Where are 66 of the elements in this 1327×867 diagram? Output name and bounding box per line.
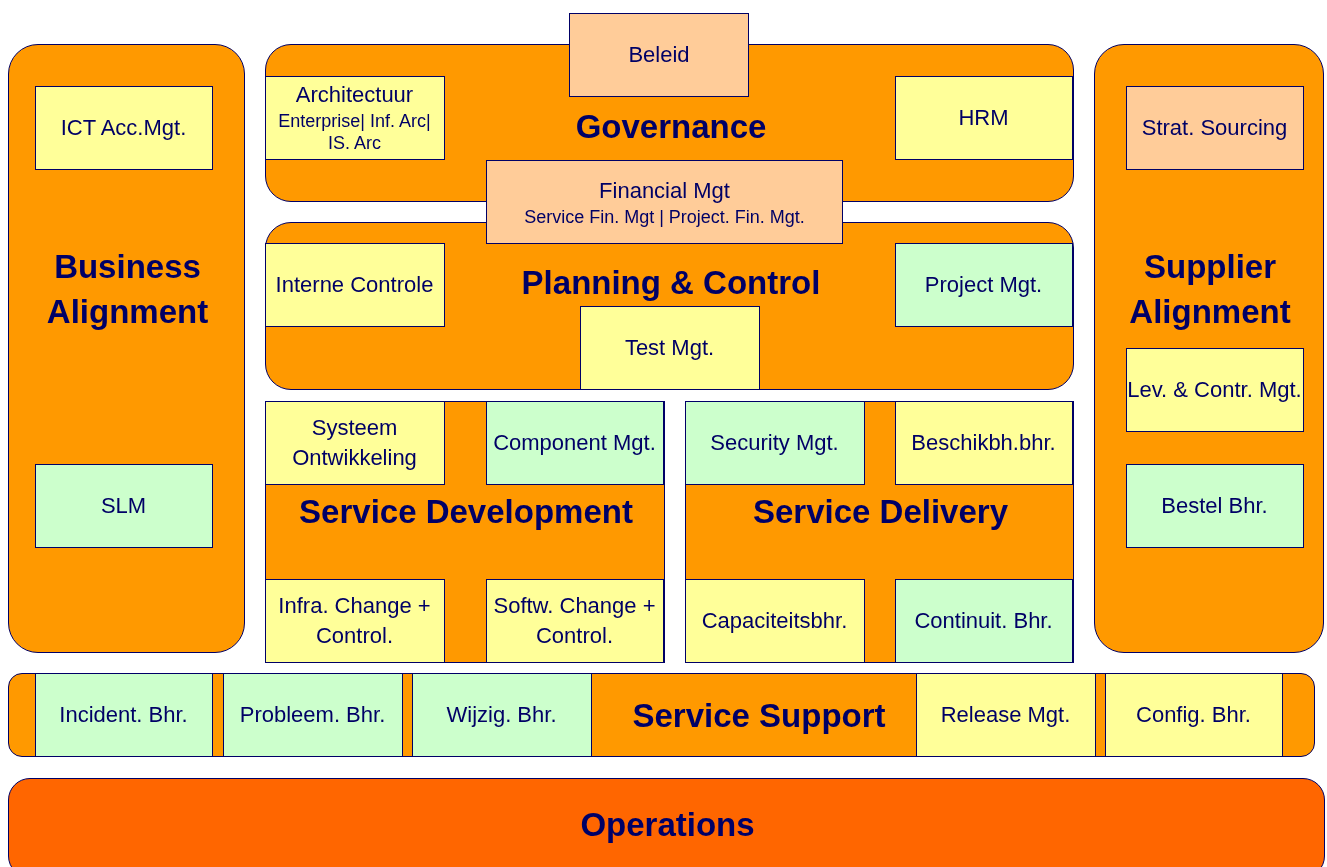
- box-sublabel: Service Fin. Mgt | Project. Fin. Mgt.: [524, 205, 805, 229]
- process-box: [569, 13, 749, 97]
- process-box: [34, 85, 213, 170]
- process-box: [264, 400, 445, 485]
- box-label: Architectuur: [295, 81, 414, 110]
- process-box: [1125, 463, 1304, 548]
- box-label: Security Mgt.: [710, 428, 839, 457]
- box-label: HRM: [958, 103, 1009, 132]
- group-panel: [8, 778, 1325, 867]
- process-box: [34, 463, 213, 548]
- box-sublabel: Enterprise| Inf. Arc| IS. Arc: [277, 109, 432, 155]
- process-box: [34, 672, 213, 757]
- box-label: Financial Mgt: [599, 176, 730, 205]
- group-panel: [8, 44, 245, 653]
- process-box: [894, 578, 1073, 663]
- group-panel: [1094, 44, 1324, 653]
- box-label: Probleem. Bhr.: [239, 700, 386, 729]
- box-label: Component Mgt.: [493, 428, 656, 457]
- box-label: Config. Bhr.: [1136, 700, 1251, 729]
- section-title: Governance: [574, 107, 768, 147]
- process-box: [915, 672, 1096, 757]
- process-box: [684, 400, 865, 485]
- box-label: Continuit. Bhr.: [914, 606, 1053, 635]
- process-box: [486, 160, 843, 244]
- process-box: [684, 578, 865, 663]
- section-title: Service Development: [298, 492, 634, 532]
- section-title: Business Alignment: [45, 247, 210, 332]
- box-label: Project Mgt.: [924, 270, 1043, 299]
- process-box: [894, 400, 1073, 485]
- process-box: [485, 578, 664, 663]
- section-title: Supplier Alignment: [1128, 247, 1292, 332]
- section-title: Service Delivery: [752, 492, 1009, 532]
- process-box: [894, 242, 1073, 327]
- box-label: Bestel Bhr.: [1161, 491, 1268, 520]
- section-title: Service Support: [631, 696, 887, 736]
- process-box: [264, 578, 445, 663]
- group-panel: [8, 673, 1315, 757]
- box-label: Beschikbh.bhr.: [911, 428, 1056, 457]
- box-label: Release Mgt.: [940, 700, 1071, 729]
- section-title: Operations: [579, 805, 756, 845]
- process-box: [1104, 672, 1283, 757]
- box-label: Beleid: [628, 41, 690, 70]
- process-box: [1125, 85, 1304, 170]
- process-box: [485, 400, 664, 485]
- box-label: Lev. & Contr. Mgt.: [1127, 375, 1302, 404]
- box-label: Test Mgt.: [624, 333, 715, 362]
- box-label: Incident. Bhr.: [59, 700, 188, 729]
- process-box: [579, 305, 760, 390]
- section-title: Planning & Control: [520, 263, 822, 303]
- process-box: [222, 672, 403, 757]
- group-panel: [685, 401, 1074, 663]
- process-box: [894, 75, 1073, 160]
- box-label: Strat. Sourcing: [1141, 113, 1288, 142]
- box-label: Systeem Ontwikkeling: [291, 413, 418, 472]
- box-label: Softw. Change + Control.: [492, 591, 657, 650]
- box-label: SLM: [100, 491, 147, 520]
- box-label: Infra. Change + Control.: [277, 591, 432, 650]
- box-label: ICT Acc.Mgt.: [60, 113, 187, 142]
- box-label: Wijzig. Bhr.: [446, 700, 557, 729]
- process-box: [264, 242, 445, 327]
- box-label: Capaciteitsbhr.: [701, 606, 848, 635]
- box-label: Interne Controle: [275, 270, 434, 299]
- group-panel: [265, 401, 665, 663]
- process-box: [411, 672, 592, 757]
- process-box: [264, 75, 445, 160]
- process-box: [1125, 347, 1304, 432]
